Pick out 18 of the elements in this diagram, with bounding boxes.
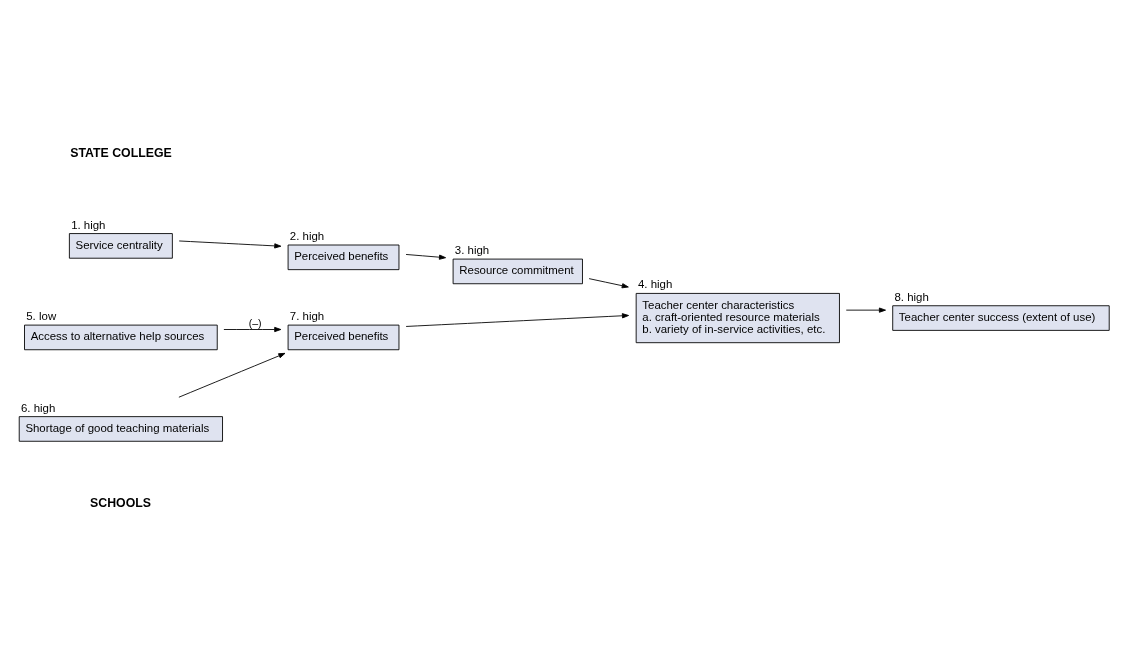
arrow: [178, 352, 286, 398]
edge-label: (–): [248, 316, 262, 329]
node-label: 1. high: [71, 218, 106, 231]
node-label: 4. high: [637, 277, 673, 290]
node-label: 8. high: [894, 290, 929, 303]
node-label: 3. high: [454, 243, 490, 256]
arrow: [405, 253, 447, 260]
node-label: 5. low: [26, 309, 57, 322]
arrow: [845, 307, 886, 313]
arrow: [223, 326, 282, 332]
node-label: 6. high: [20, 401, 56, 414]
node-label: 2. high: [289, 229, 325, 242]
label: STATE COLLEGE: [70, 145, 172, 160]
label: SCHOOLS: [90, 495, 151, 510]
arrow: [588, 277, 629, 288]
arrow: [178, 240, 282, 248]
arrow: [405, 312, 629, 327]
node-label: 7. high: [289, 309, 325, 322]
